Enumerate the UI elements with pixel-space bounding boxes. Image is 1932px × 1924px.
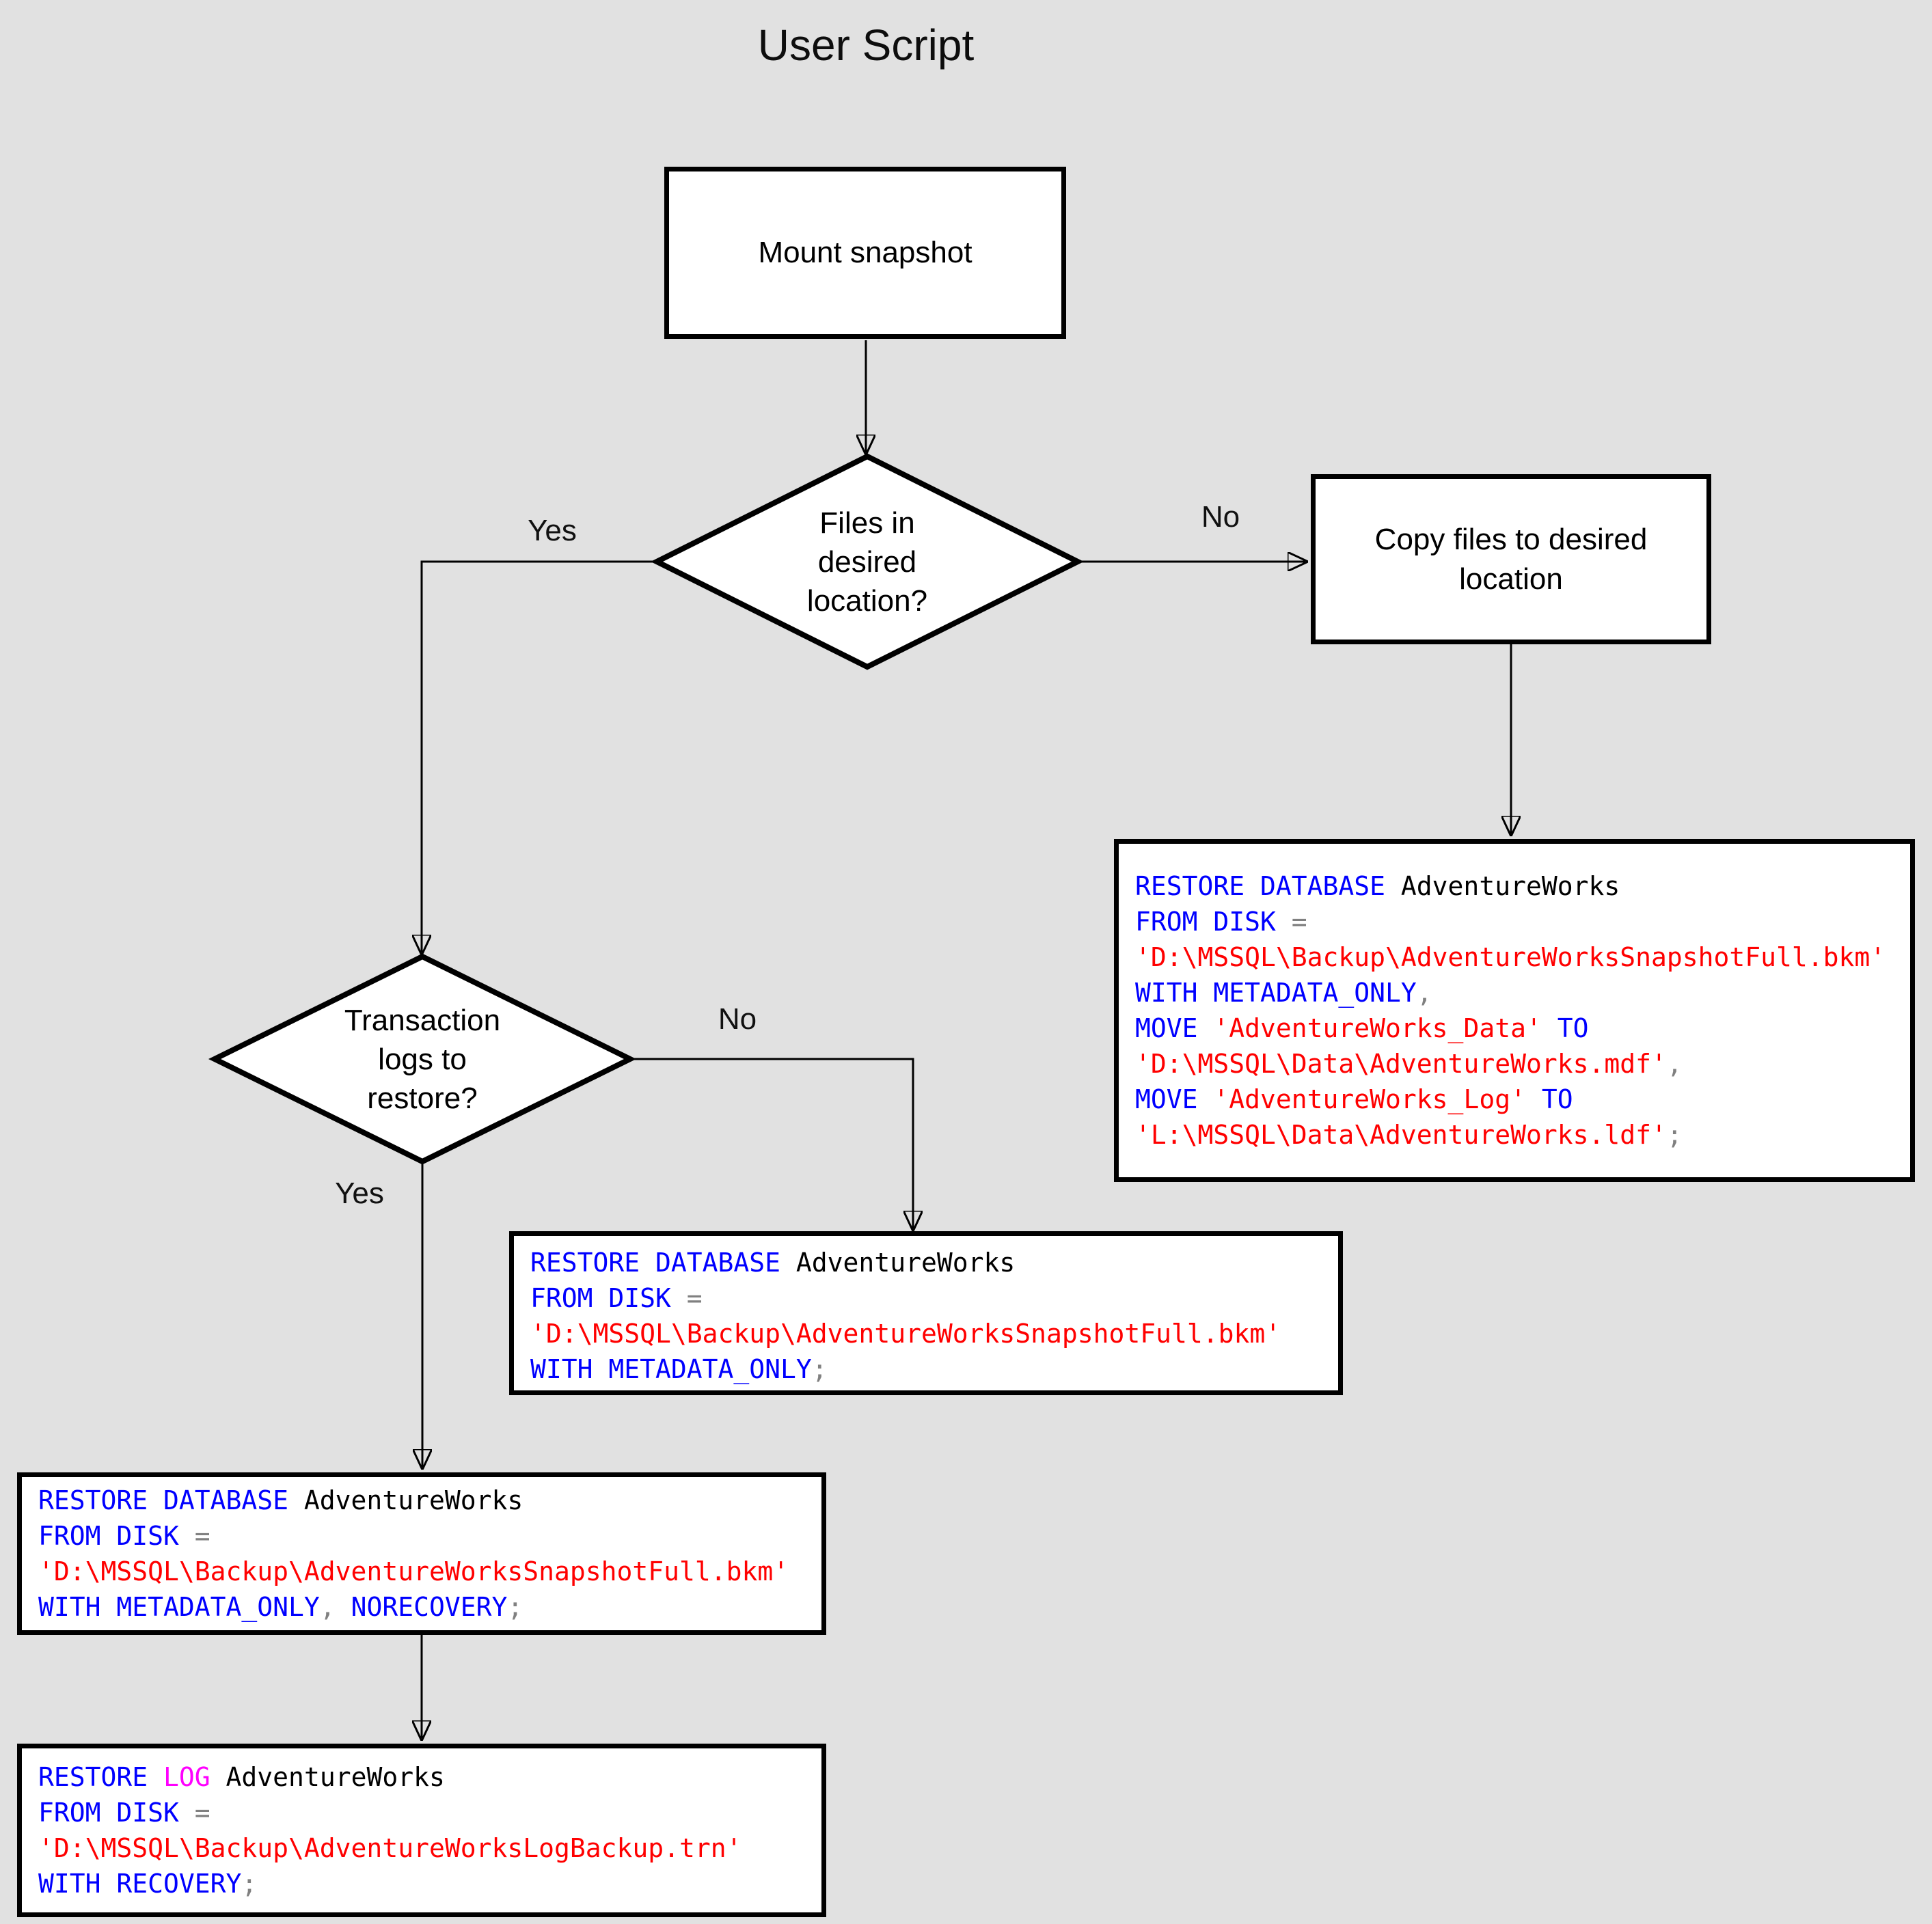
code-line: WITH RECOVERY; — [38, 1869, 258, 1899]
page-title: User Script — [757, 20, 975, 70]
code-line: RESTORE LOG AdventureWorks — [38, 1762, 445, 1792]
code-line: 'L:\MSSQL\Data\AdventureWorks.ldf'; — [1135, 1120, 1683, 1150]
code-line: FROM DISK = — [1135, 907, 1307, 937]
code-line: 'D:\MSSQL\Backup\AdventureWorksSnapshotF… — [1135, 942, 1886, 972]
decision-label-transaction-logs: Transaction logs to restore? — [344, 1003, 501, 1115]
code-line: 'D:\MSSQL\Backup\AdventureWorksSnapshotF… — [38, 1556, 789, 1586]
decision-diamond-transaction-logs — [208, 953, 637, 1165]
code-line: MOVE 'AdventureWorks_Data' TO — [1135, 1013, 1589, 1043]
decision-diamond-files-in-location — [651, 453, 1084, 670]
code-line: WITH METADATA_ONLY; — [530, 1354, 828, 1384]
edge-files-yes-to-logs-decision — [422, 560, 657, 952]
code-line: FROM DISK = — [530, 1283, 703, 1313]
edge-label-files-no: No — [1201, 500, 1240, 534]
process-node-copy-files: Copy files to desired location — [1311, 474, 1711, 644]
process-node-mount-snapshot: Mount snapshot — [664, 167, 1066, 339]
edge-label-files-yes: Yes — [528, 514, 577, 547]
code-line: RESTORE DATABASE AdventureWorks — [530, 1248, 1016, 1278]
edge-label-logs-yes: Yes — [335, 1177, 384, 1210]
edge-label-logs-no: No — [718, 1002, 757, 1036]
code-line: RESTORE DATABASE AdventureWorks — [1135, 871, 1620, 901]
code-line: MOVE 'AdventureWorks_Log' TO — [1135, 1084, 1573, 1114]
code-line: FROM DISK = — [38, 1521, 210, 1551]
code-line: 'D:\MSSQL\Backup\AdventureWorksSnapshotF… — [530, 1319, 1281, 1349]
code-line: WITH METADATA_ONLY, — [1135, 978, 1432, 1008]
code-line: RESTORE DATABASE AdventureWorks — [38, 1485, 523, 1515]
decision-label-files-in-location: Files in desired location? — [806, 506, 928, 618]
code-line: 'D:\MSSQL\Backup\AdventureWorksLogBackup… — [38, 1833, 742, 1863]
code-line: FROM DISK = — [38, 1798, 210, 1828]
edge-logs-no-to-metadata-code — [630, 1058, 913, 1228]
code-line: WITH METADATA_ONLY, NORECOVERY; — [38, 1592, 523, 1622]
code-line: 'D:\MSSQL\Data\AdventureWorks.mdf', — [1135, 1049, 1683, 1079]
